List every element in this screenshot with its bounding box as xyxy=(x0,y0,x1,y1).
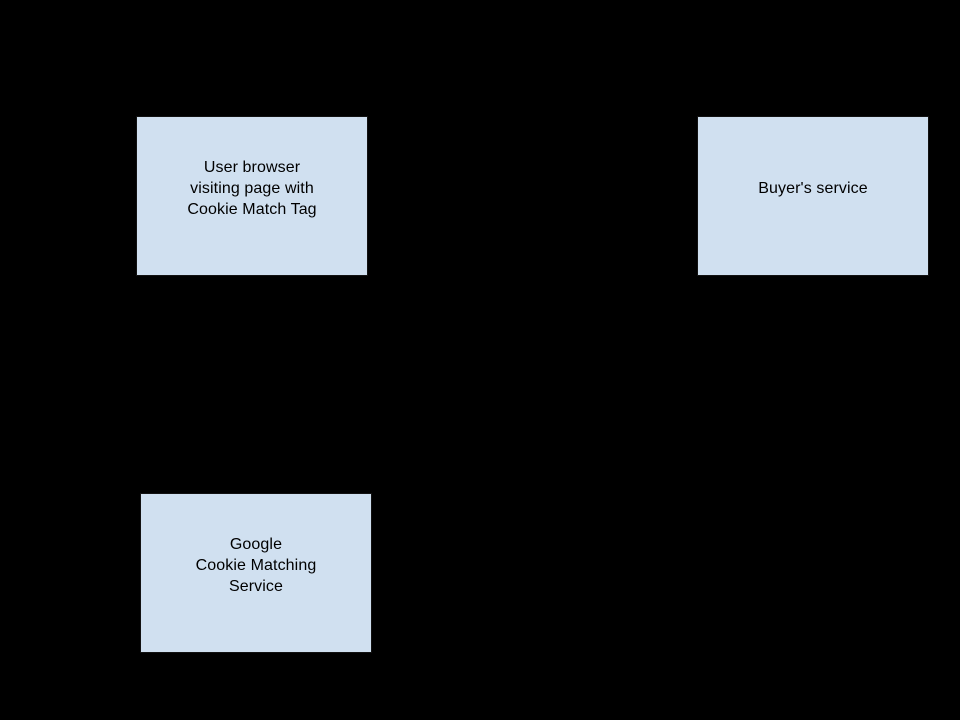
node-user-browser[interactable]: User browser visiting page with Cookie M… xyxy=(136,116,368,276)
node-google-cookie-matching-service-label: Google Cookie Matching Service xyxy=(195,535,317,595)
node-buyers-service[interactable]: Buyer's service xyxy=(697,116,929,276)
node-google-cookie-matching-service[interactable]: Google Cookie Matching Service xyxy=(140,493,372,653)
node-buyers-service-label: Buyer's service xyxy=(758,179,868,197)
node-user-browser-label: User browser visiting page with Cookie M… xyxy=(187,158,317,218)
